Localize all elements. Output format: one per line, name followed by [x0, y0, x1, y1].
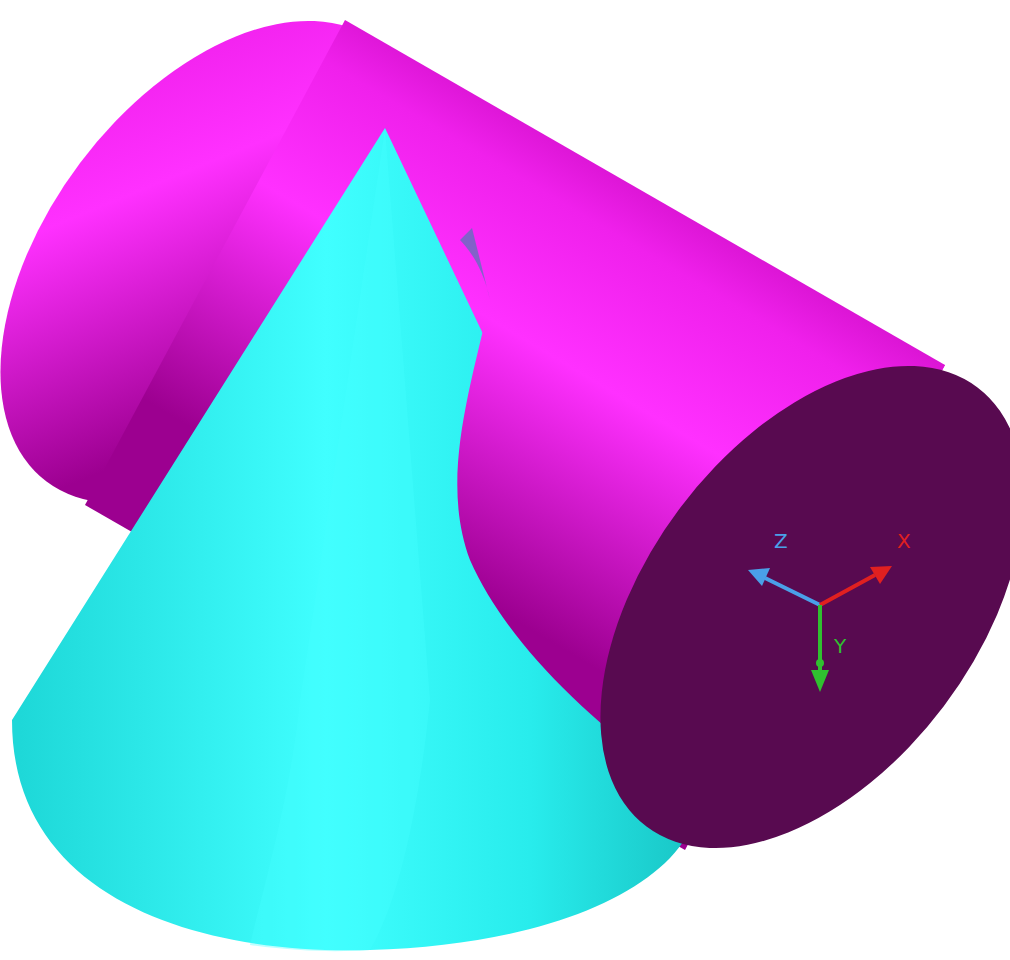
cylinder-end-cap: [515, 288, 1010, 926]
x-axis: [820, 575, 875, 605]
axis-label: Y: [834, 636, 846, 656]
y-dot: [816, 659, 824, 667]
axis-label: Z: [774, 531, 788, 551]
ucs-icon: [748, 566, 892, 692]
cone-highlight: [250, 128, 430, 951]
axis-label: X: [897, 531, 911, 551]
z-axis: [765, 578, 820, 605]
intersection-shadow: [460, 228, 490, 300]
y-arrowhead: [811, 670, 829, 692]
z-arrowhead: [748, 568, 770, 586]
x-arrowhead: [870, 566, 892, 584]
